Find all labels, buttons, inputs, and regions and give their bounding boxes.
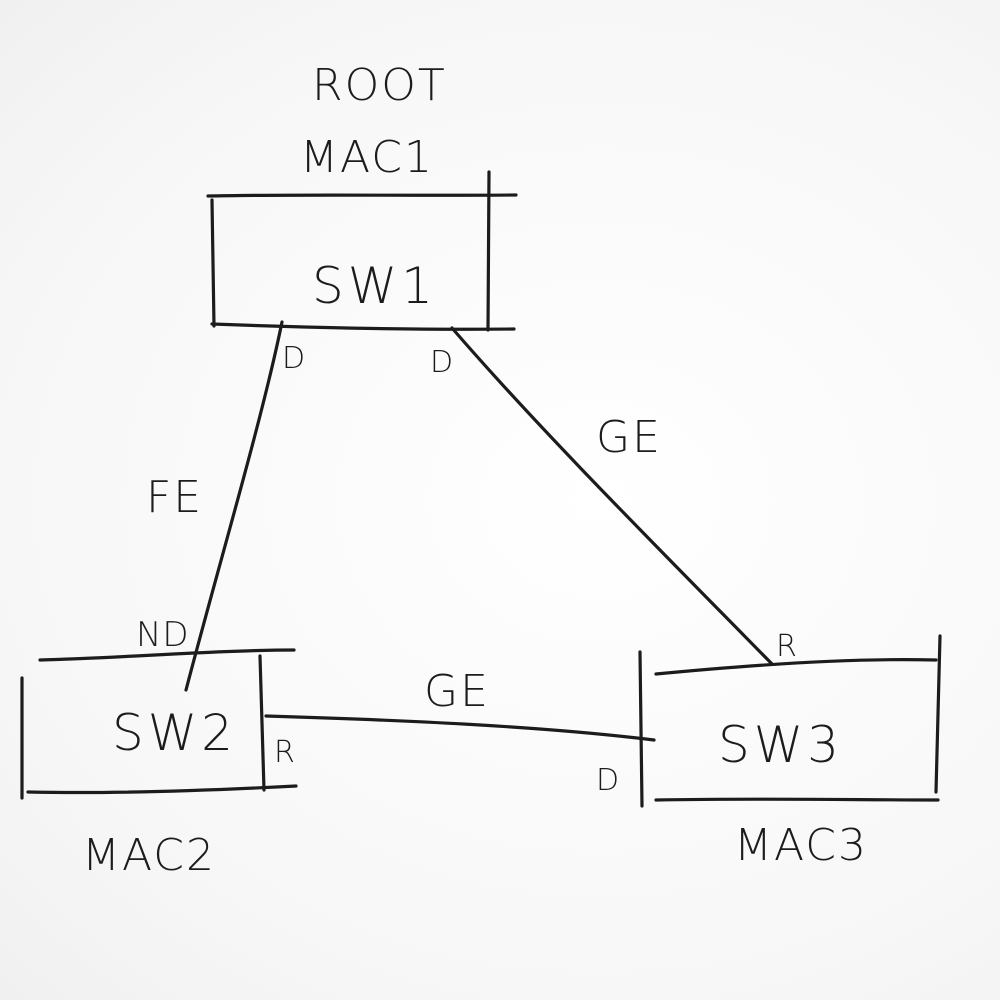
sw2-box-right <box>258 654 266 792</box>
link-sw2-sw3-line <box>264 714 656 742</box>
sw2-port-r: R <box>274 735 295 770</box>
link-sw2-sw3-type: GE <box>424 666 490 717</box>
sw3-box-left <box>638 650 644 808</box>
sw1-label: SW1 <box>312 257 437 315</box>
sw1-box-right <box>486 170 491 332</box>
sw1-port-d-right: D <box>430 345 453 380</box>
sw2-port-nd: ND <box>136 615 190 655</box>
sw3-port-r: R <box>776 629 797 664</box>
sw1-mac-label: MAC1 <box>300 132 434 183</box>
sw3-mac-label: MAC3 <box>734 820 868 871</box>
link-sw1-sw2-line <box>184 320 284 692</box>
sw3-box-right <box>934 634 942 794</box>
sw3-port-d: D <box>596 763 619 798</box>
switch-sw3: SW3 <box>638 634 942 808</box>
sw1-box-left <box>210 198 216 328</box>
link-sw1-sw2: FE D ND <box>136 320 305 692</box>
sw3-box-bottom <box>654 797 940 802</box>
sw1-box-bottom <box>210 322 516 331</box>
sw3-label: SW3 <box>718 716 843 774</box>
link-sw1-sw2-type: FE <box>146 472 203 523</box>
sw2-box-top <box>38 648 296 662</box>
sw1-box-top <box>206 193 518 198</box>
sw3-box-top <box>654 658 938 676</box>
sw2-box-bottom <box>26 784 298 795</box>
link-sw1-sw3: GE D R <box>430 326 797 666</box>
link-sw2-sw3: GE R D <box>264 666 656 798</box>
sw2-mac-label: MAC2 <box>82 830 216 881</box>
link-sw1-sw3-type: GE <box>596 412 662 463</box>
switch-sw2: SW2 <box>20 648 298 800</box>
link-sw1-sw3-line <box>450 326 774 666</box>
switch-sw1: SW1 <box>206 170 518 332</box>
sw1-root-label: ROOT <box>312 60 447 111</box>
sw1-port-d-left: D <box>282 341 305 376</box>
sw2-label: SW2 <box>112 704 237 762</box>
